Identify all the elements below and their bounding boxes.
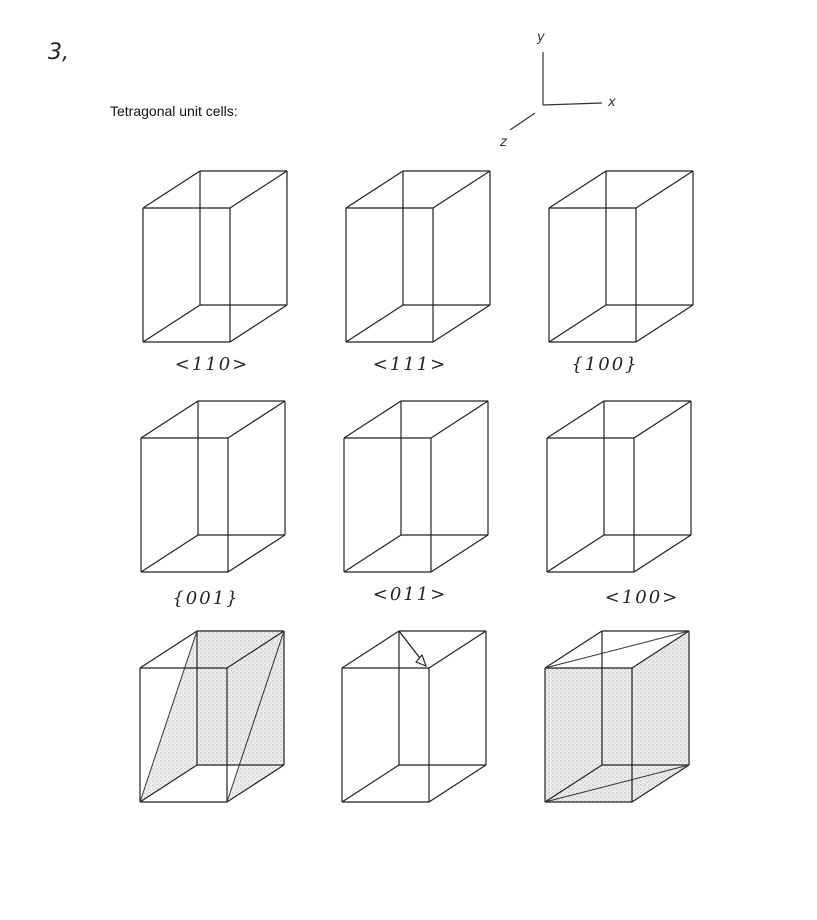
cell-edge: [341, 630, 400, 669]
cell-edge: [345, 304, 404, 343]
shaded-front-face: [545, 668, 632, 802]
cell-edge: [631, 630, 690, 669]
cell-edge: [544, 630, 603, 669]
unit-cell-8: [341, 630, 487, 803]
cell-edge: [142, 304, 201, 343]
cell-edge: [546, 534, 605, 573]
question-number: 3,: [48, 40, 69, 65]
direction-arrow-head: [415, 653, 427, 667]
cell-edge: [430, 400, 489, 439]
cell-edge: [341, 764, 400, 803]
cell-edge: [544, 764, 603, 803]
cell-edge: [548, 304, 607, 343]
x-axis-line: [542, 102, 603, 106]
cell-label-1: <110>: [174, 354, 250, 375]
plane-diagonal-top: [544, 630, 690, 669]
z-axis-label: z: [500, 135, 507, 150]
cell-edge: [633, 534, 692, 573]
unit-cell-1: [142, 170, 288, 343]
cell-edge: [635, 304, 694, 343]
cell-edge: [633, 400, 692, 439]
cell-edge: [142, 170, 201, 209]
unit-cell-5: [343, 400, 489, 573]
cell-edge: [343, 534, 402, 573]
cell-edge: [631, 764, 690, 803]
cell-edge: [635, 170, 694, 209]
unit-cell-3: [548, 170, 694, 343]
unit-cell-9: [544, 630, 690, 803]
cell-edge: [343, 400, 402, 439]
cell-edge: [432, 304, 491, 343]
cell-label-5: <011>: [372, 584, 448, 605]
cell-label-3: {100}: [571, 354, 639, 375]
page-heading: Tetragonal unit cells:: [110, 103, 238, 119]
unit-cell-7: [139, 630, 285, 803]
cell-edge: [226, 630, 285, 669]
cell-label-2: <111>: [372, 354, 448, 375]
cell-edge: [428, 764, 487, 803]
cell-edge: [428, 630, 487, 669]
cell-edge: [430, 534, 489, 573]
y-axis-label: y: [537, 30, 545, 45]
shaded-side-face: [632, 631, 689, 802]
unit-cell-2: [345, 170, 491, 343]
unit-cell-6: [546, 400, 692, 573]
diagonal-plane-line: [139, 630, 198, 803]
cell-edge: [139, 630, 198, 669]
cell-edge: [140, 534, 199, 573]
cell-edge: [229, 304, 288, 343]
cell-edge: [140, 400, 199, 439]
unit-cell-4: [140, 400, 286, 573]
cell-label-6: <100>: [604, 587, 680, 608]
cell-edge: [227, 400, 286, 439]
plane-diagonal-bottom: [544, 764, 690, 803]
cell-edge: [432, 170, 491, 209]
z-axis-line: [509, 112, 536, 131]
cell-edge: [229, 170, 288, 209]
diagonal-plane-line: [226, 630, 285, 803]
cell-edge: [227, 534, 286, 573]
coordinate-axes: [509, 52, 603, 131]
x-axis-label: x: [608, 95, 616, 110]
cell-edge: [139, 764, 198, 803]
cell-edge: [546, 400, 605, 439]
cell-label-4: {001}: [172, 588, 240, 609]
cell-edge: [345, 170, 404, 209]
cell-edge: [226, 764, 285, 803]
cell-edge: [548, 170, 607, 209]
